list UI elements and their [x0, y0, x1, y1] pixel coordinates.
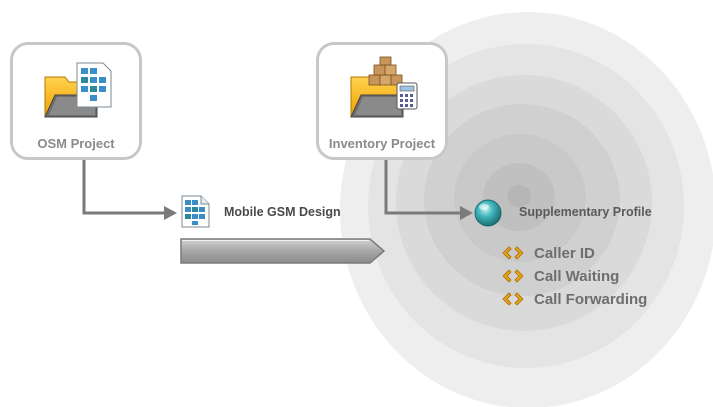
feature-caller-id[interactable]: Caller ID — [534, 245, 595, 262]
design-document-icon — [181, 195, 210, 228]
target-ring-center — [507, 185, 531, 207]
diamond-arrows-icon — [502, 269, 524, 283]
band-arrow — [180, 238, 386, 264]
feature-call-forwarding[interactable]: Call Forwarding — [534, 291, 648, 308]
supplementary-profile-label[interactable]: Supplementary Profile — [519, 205, 652, 219]
inventory-project-icon — [350, 56, 418, 118]
feature-call-waiting[interactable]: Call Waiting — [534, 268, 620, 285]
inventory-project-card[interactable]: Inventory Project — [316, 42, 448, 160]
connector-osm-arrowhead — [164, 206, 177, 220]
osm-project-label: OSM Project — [37, 136, 115, 151]
osm-project-card[interactable]: OSM Project — [10, 42, 142, 160]
connector-osm-to-design — [82, 160, 166, 215]
teal-sphere-icon — [474, 199, 502, 227]
connector-inventory-to-profile — [384, 160, 462, 215]
mobile-gsm-design-label[interactable]: Mobile GSM Design — [224, 205, 341, 219]
diamond-arrows-icon — [502, 292, 524, 306]
connector-inventory-arrowhead — [460, 206, 473, 220]
inventory-project-label: Inventory Project — [328, 136, 436, 151]
diamond-arrows-icon — [502, 246, 524, 260]
osm-project-icon — [44, 62, 112, 118]
